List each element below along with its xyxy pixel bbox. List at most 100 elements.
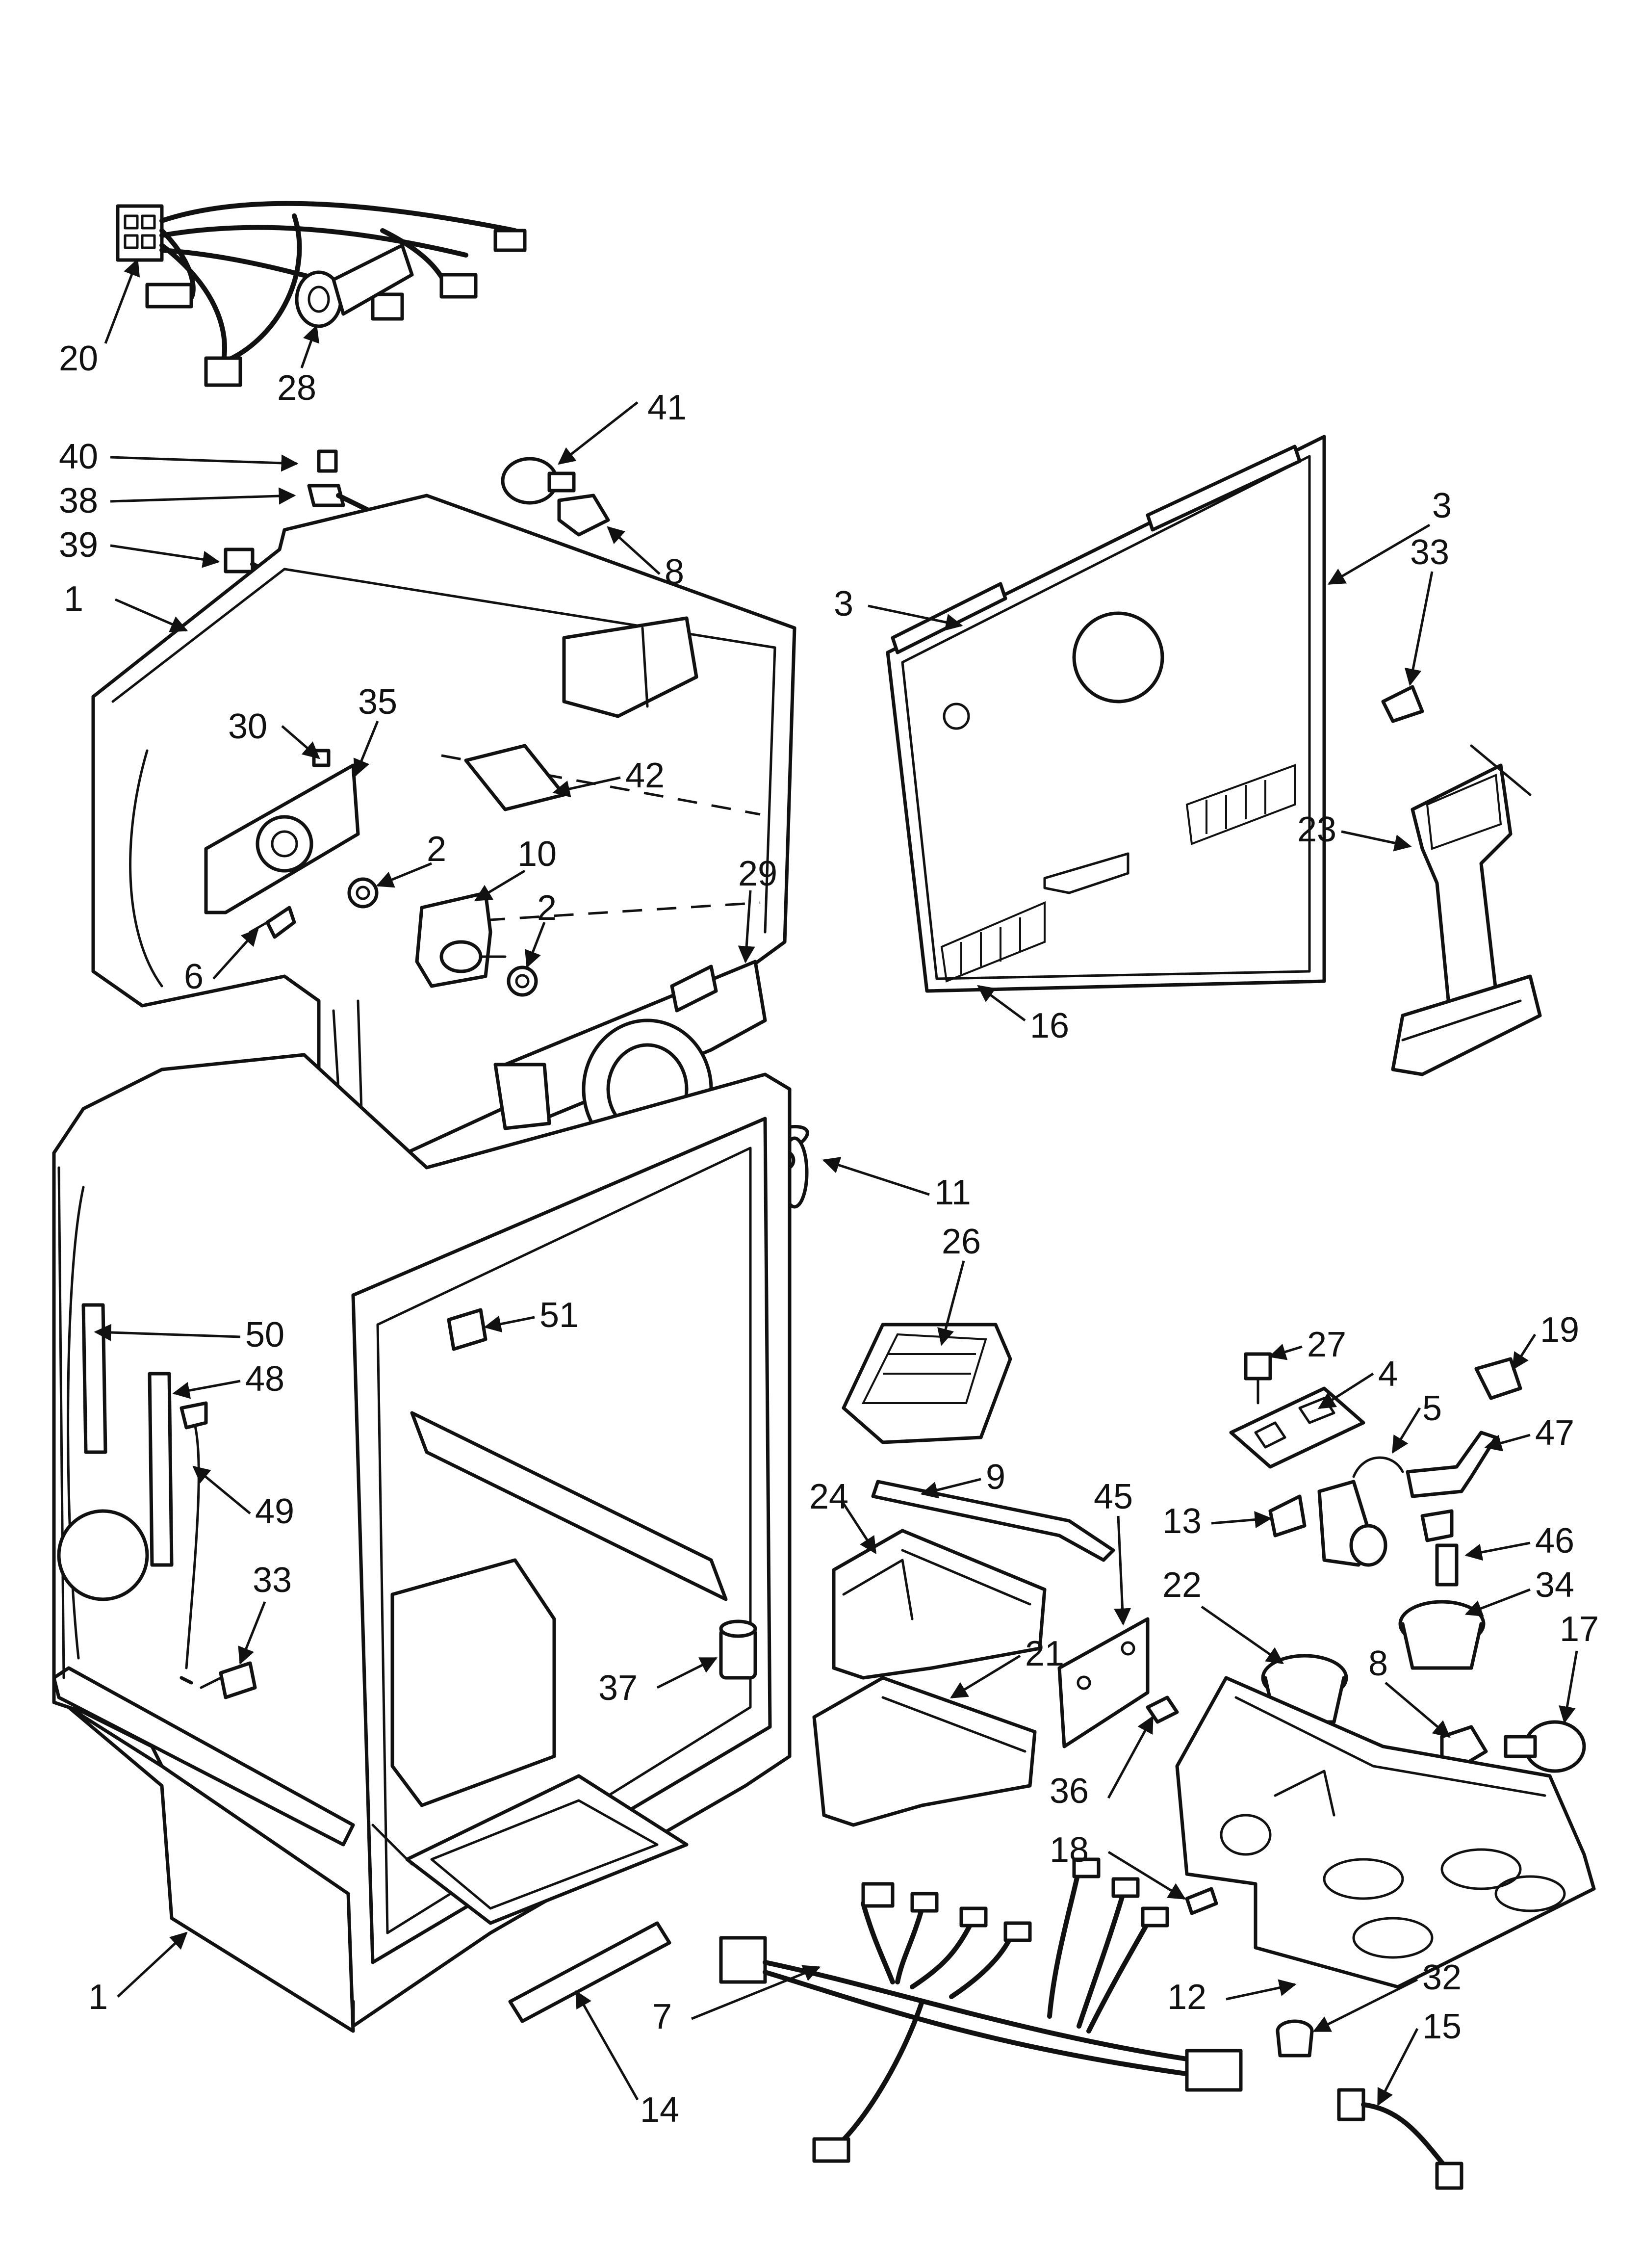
callout-11: 11 (934, 1173, 971, 1212)
leader-line-14 (575, 1990, 639, 2101)
part-1-freezer-liner (91, 494, 796, 1181)
leader-line-37 (656, 1657, 718, 1689)
part-8-light-socket (557, 494, 610, 537)
leader-line-30 (281, 725, 320, 759)
part-32-grommet (1276, 2019, 1314, 2058)
callout-8-lower: 8 (1368, 1644, 1388, 1683)
callout-10: 10 (517, 834, 557, 874)
leader-line-36 (1107, 1715, 1154, 1799)
part-33-screw-upper (1381, 685, 1424, 723)
callout-15: 15 (1422, 2007, 1462, 2046)
leader-line-23 (1341, 830, 1412, 852)
leader-line-38 (110, 487, 296, 505)
callout-23: 23 (1297, 810, 1336, 849)
leader-line-2l (525, 922, 546, 968)
leader-line-47 (1484, 1434, 1531, 1452)
part-1-fresh-food-liner (52, 1053, 792, 2033)
callout-5: 5 (1422, 1389, 1442, 1428)
part-34-light-shield (1398, 1600, 1486, 1670)
part-17-light-bulb (1504, 1720, 1586, 1773)
callout-21: 21 (1025, 1634, 1064, 1673)
leader-line-32 (1312, 1978, 1418, 2033)
leader-line-1u (115, 598, 188, 632)
callout-47: 47 (1535, 1413, 1574, 1453)
leader-line-12 (1226, 1979, 1297, 2001)
callout-2-upper: 2 (427, 830, 446, 869)
leader-line-28 (300, 324, 320, 368)
leader-line-29 (738, 890, 755, 964)
callout-4: 4 (1378, 1355, 1398, 1394)
callout-30: 30 (228, 707, 267, 746)
callout-36: 36 (1050, 1772, 1089, 1811)
callout-1-lower: 1 (88, 1978, 108, 2017)
callout-35: 35 (358, 682, 397, 722)
callout-34: 34 (1535, 1565, 1574, 1605)
leader-lines (94, 258, 1578, 2107)
leader-line-7 (691, 1965, 821, 2020)
part-15-wire-harness (1337, 2088, 1463, 2190)
part-37-cylinder (719, 1619, 757, 1680)
callout-1-upper: 1 (64, 579, 83, 619)
leader-line-5 (1391, 1407, 1421, 1454)
leader-line-46 (1464, 1541, 1531, 1561)
part-14-tube (508, 1921, 671, 2023)
callout-20: 20 (59, 339, 98, 378)
leader-line-11 (822, 1157, 930, 1196)
leader-line-10 (474, 869, 526, 902)
callout-8-upper: 8 (665, 552, 684, 592)
leader-line-41 (558, 401, 639, 465)
leader-line-48 (172, 1380, 241, 1399)
part-33-screw-lower (200, 1661, 257, 1699)
callout-51: 51 (539, 1296, 579, 1335)
leader-line-51 (484, 1315, 535, 1332)
leader-line-27 (1268, 1344, 1303, 1360)
callout-38: 38 (59, 481, 98, 521)
part-9-capillary (871, 1480, 1115, 1562)
leader-line-9 (920, 1478, 981, 1499)
part-45-plate (1057, 1617, 1150, 1748)
part-4-control-board (1229, 1386, 1365, 1469)
leader-line-24 (842, 1503, 877, 1554)
leader-line-19 (1512, 1333, 1537, 1370)
part-2-nut-lower (507, 965, 538, 997)
leader-line-8u (607, 526, 661, 575)
callout-13: 13 (1162, 1502, 1202, 1541)
part-21-baffle (812, 1676, 1037, 1827)
callout-39: 39 (59, 525, 98, 565)
part-12-control-housing (1175, 1676, 1596, 1989)
leader-line-3l (868, 604, 963, 631)
part-7-wire-harness (719, 1857, 1243, 2163)
leader-line-50 (94, 1324, 241, 1341)
part-26-air-control (842, 1323, 1012, 1444)
leader-line-39 (110, 544, 220, 568)
leader-line-34 (1464, 1588, 1531, 1617)
callout-9: 9 (986, 1458, 1005, 1497)
part-24-diffuser (832, 1529, 1047, 1680)
part-36-pad (1146, 1695, 1179, 1724)
callout-2-lower: 2 (537, 888, 557, 928)
callout-18: 18 (1050, 1830, 1089, 1870)
leader-line-33l (238, 1601, 266, 1665)
part-3-rear-panel (886, 435, 1326, 993)
leader-line-42 (552, 776, 621, 798)
callout-49: 49 (255, 1492, 294, 1531)
leader-line-6 (212, 928, 259, 980)
callout-26: 26 (942, 1222, 981, 1261)
callout-12: 12 (1167, 1978, 1206, 2017)
callout-42: 42 (625, 756, 665, 795)
part-47-bracket (1406, 1431, 1498, 1498)
part-5-clip (1352, 1456, 1404, 1478)
leader-line-2u (376, 862, 432, 888)
callout-24: 24 (809, 1477, 848, 1516)
part-18-plug (1185, 1887, 1218, 1915)
part-13-damper (1268, 1480, 1387, 1567)
callout-28: 28 (277, 368, 316, 408)
leader-line-15 (1377, 2028, 1419, 2107)
callout-41: 41 (647, 388, 687, 427)
callout-50: 50 (245, 1315, 284, 1355)
part-27-screw (1244, 1352, 1272, 1405)
callout-14: 14 (640, 2090, 679, 2130)
callout-33-lower: 33 (253, 1561, 292, 1600)
leader-line-45 (1114, 1515, 1131, 1626)
leader-line-1l (117, 1931, 188, 1998)
